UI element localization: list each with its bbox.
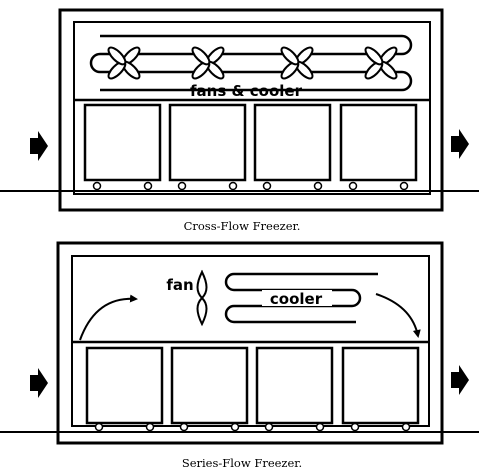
cross-flow-outer-housing (58, 8, 444, 212)
trolley (85, 346, 164, 432)
cooler-label: cooler (270, 290, 323, 308)
trolley (339, 103, 418, 191)
exit-arrow-icon (451, 129, 469, 159)
trolley (170, 346, 249, 432)
cross-flow-diagram: fans & cooler (0, 8, 479, 212)
trolley (83, 103, 162, 191)
fan-label: fan (166, 276, 193, 294)
exit-arrow-icon (451, 365, 469, 395)
fans-cooler-label: fans & cooler (190, 82, 303, 100)
cross-flow-caption: Cross-Flow Freezer. (184, 219, 301, 233)
series-flow-diagram: fan cooler (0, 241, 479, 445)
cross-flow-cooler-coil (89, 34, 413, 92)
series-flow-cooler-coil (224, 272, 378, 324)
fan-icon (107, 46, 141, 80)
fan-icon (191, 46, 225, 80)
series-flow-caption: Series-Flow Freezer. (182, 456, 302, 470)
fan-side-view-icon (196, 269, 208, 327)
airflow-down-arrow-icon (375, 293, 421, 338)
trolley (255, 346, 334, 432)
fan-icon (364, 46, 398, 80)
series-flow-outer-housing (56, 241, 444, 445)
cross-flow-inner-chamber (73, 21, 431, 195)
entry-arrow-icon (30, 368, 48, 398)
fan-icon (280, 46, 314, 80)
trolley (168, 103, 247, 191)
trolley (253, 103, 332, 191)
trolley (341, 346, 420, 432)
airflow-up-arrow-icon (79, 294, 138, 341)
entry-arrow-icon (30, 131, 48, 161)
